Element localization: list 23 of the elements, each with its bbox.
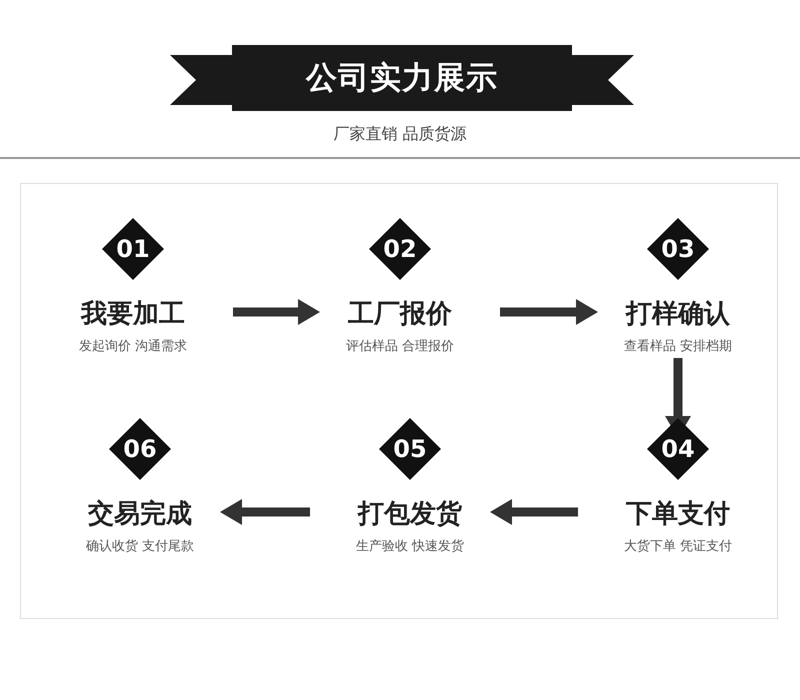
step-title: 我要加工 bbox=[81, 298, 185, 331]
arrow bbox=[500, 299, 598, 325]
step-title: 打样确认 bbox=[626, 298, 730, 331]
step-number-diamond: 04 bbox=[647, 418, 709, 480]
step-description: 查看样品 安排档期 bbox=[624, 338, 732, 355]
arrow bbox=[490, 499, 578, 525]
step-description: 确认收货 支付尾款 bbox=[86, 538, 194, 555]
step-number-diamond: 05 bbox=[379, 418, 441, 480]
step-number-diamond: 06 bbox=[109, 418, 171, 480]
subtitle: 厂家直销 品质货源 bbox=[332, 124, 468, 145]
step-description: 生产验收 快速发货 bbox=[356, 538, 464, 555]
step-description: 评估样品 合理报价 bbox=[346, 338, 454, 355]
arrow bbox=[220, 499, 310, 525]
step-description: 发起询价 沟通需求 bbox=[78, 338, 188, 355]
step-number-diamond: 03 bbox=[647, 218, 709, 280]
step-number-diamond: 02 bbox=[369, 218, 431, 280]
step-title: 工厂报价 bbox=[348, 298, 452, 331]
step-title: 交易完成 bbox=[88, 498, 192, 531]
step-title: 打包发货 bbox=[358, 498, 462, 531]
arrow bbox=[233, 299, 320, 325]
step-title: 下单支付 bbox=[626, 498, 730, 531]
step-number-diamond: 01 bbox=[102, 218, 164, 280]
step-description: 大货下单 凭证支付 bbox=[624, 538, 732, 555]
